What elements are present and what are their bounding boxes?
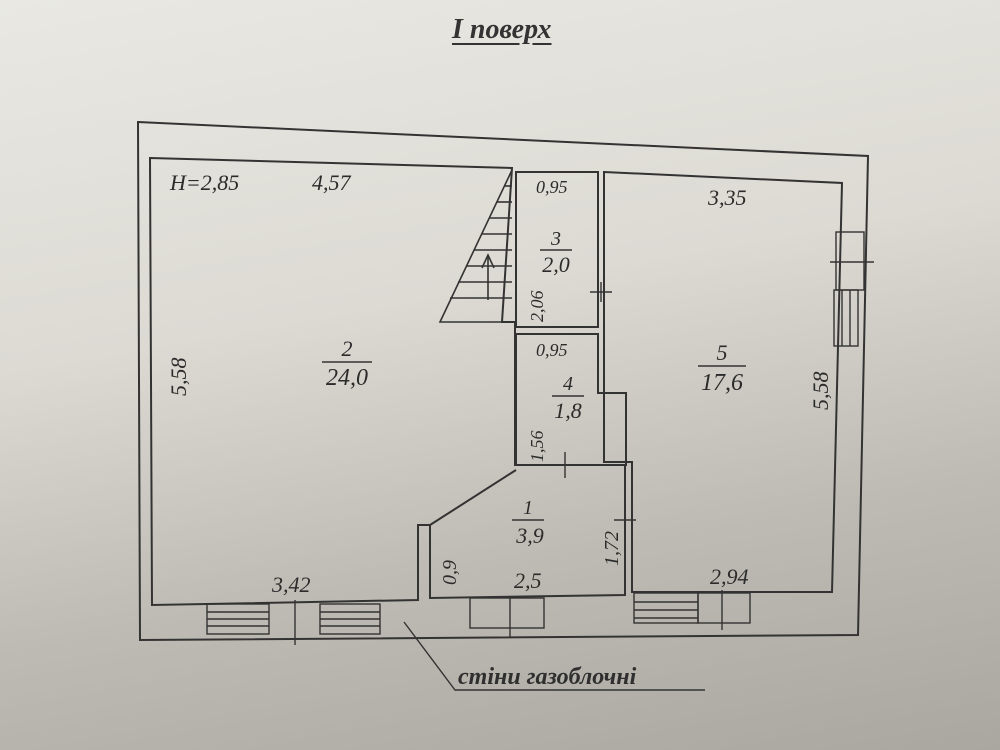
room-1-number: 1: [523, 497, 533, 519]
wall-material-caption: стіни газоблочні: [458, 664, 637, 690]
dim-room4-left: 1,56: [527, 431, 547, 463]
room-2-number: 2: [342, 336, 353, 361]
room-3-area: 2,0: [542, 252, 570, 277]
room-5-outline: [603, 170, 844, 593]
room-1-label: 1 3,9: [512, 497, 544, 548]
dim-room5-bottom: 2,94: [710, 564, 749, 589]
dim-room5-right: 5,58: [808, 372, 833, 411]
room-3-label: 3 2,0: [540, 228, 572, 277]
staircase: [438, 169, 513, 323]
room-5-label: 5 17,6: [698, 340, 746, 396]
dim-room2-left: 5,58: [166, 358, 191, 397]
room-3-outline: [515, 171, 599, 328]
room-5-number: 5: [717, 340, 728, 365]
dim-room1-bottom: 2,5: [514, 568, 542, 593]
dim-room2-bottom: 3,42: [271, 572, 311, 597]
room-4-number: 4: [563, 373, 573, 395]
dim-room2-top: 4,57: [312, 170, 352, 195]
room-2-area: 24,0: [326, 365, 368, 391]
room-1-area: 3,9: [515, 523, 544, 548]
door-marks: [564, 282, 636, 521]
outer-wall: [136, 120, 870, 642]
dim-room3-top: 0,95: [536, 177, 568, 197]
windows-bottom: [206, 590, 751, 645]
room-2-label: 2 24,0: [322, 336, 372, 391]
room-4-outline: [515, 333, 627, 466]
diagonal-wall: [429, 469, 517, 526]
room-3-number: 3: [550, 228, 561, 250]
dim-room5-top: 3,35: [707, 185, 747, 210]
windows-right: [830, 231, 874, 347]
room-5-area: 17,6: [701, 370, 743, 396]
dim-room1-left: 0,9: [439, 560, 461, 585]
dim-room3-left: 2,06: [527, 291, 547, 323]
room-4-label: 4 1,8: [552, 373, 584, 423]
dim-room1-right: 1,72: [601, 531, 623, 566]
dim-room4-top: 0,95: [536, 340, 568, 360]
caption-leader: [403, 621, 705, 691]
floor-title: I поверх: [452, 14, 552, 45]
height-label: H=2,85: [169, 170, 239, 195]
room-4-area: 1,8: [554, 398, 582, 423]
